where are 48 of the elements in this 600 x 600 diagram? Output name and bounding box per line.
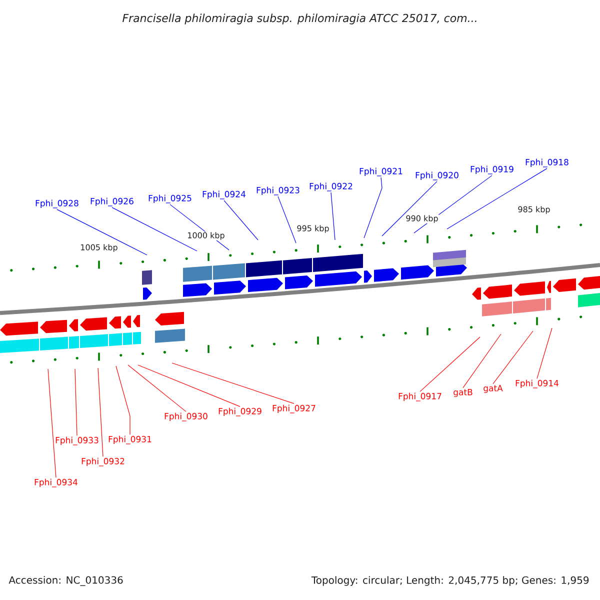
- scale-label: 1005 kbp: [80, 244, 118, 252]
- gene-label: gatA: [484, 385, 503, 393]
- leader-line: [382, 181, 438, 236]
- leader-line: [112, 207, 198, 252]
- leader-line: [462, 334, 502, 388]
- leader-line: [74, 368, 78, 436]
- gene-label: Fphi_0926: [90, 198, 134, 206]
- scale-label: 1000 kbp: [186, 232, 226, 240]
- gene-label: Fphi_0919: [470, 166, 514, 174]
- leader-line: [172, 362, 294, 404]
- gene-label: Fphi_0921: [360, 168, 402, 176]
- gene-label: Fphi_0914: [516, 380, 558, 388]
- gene-label: Fphi_0927: [272, 404, 316, 414]
- gene-label: Fphi_0917: [398, 392, 442, 402]
- gene-label: Fphi_0923: [256, 186, 300, 196]
- gene-label: Fphi_0932: [82, 458, 124, 466]
- gene-label: gatB: [454, 389, 472, 397]
- scale-label: 995 kbp: [296, 224, 330, 234]
- gene-label: Fphi_0925: [148, 194, 192, 204]
- gene-label: Fphi_0922: [310, 182, 352, 192]
- leader-line: [536, 328, 552, 379]
- title: Francisella philomiragia subsp. philomiragia ATCC 25017, com...: [122, 14, 476, 24]
- leader-line: [56, 209, 148, 256]
- leader-line: [138, 364, 240, 407]
- leader-line: [224, 200, 258, 240]
- gene-label: Fphi_0933: [56, 436, 98, 446]
- scale-label: 985 kbp: [517, 206, 551, 214]
- leader-line: [446, 168, 548, 230]
- gene-label: Fphi_0920: [416, 172, 458, 180]
- footer-text: Accession: NC_010336: [8, 576, 124, 586]
- gene-label: Fphi_0928: [36, 200, 78, 208]
- gene-label: Fphi_0924: [202, 190, 246, 200]
- gene-label: Fphi_0931: [108, 436, 152, 444]
- gene-label: Fphi_0934: [34, 478, 78, 488]
- gene-label: Fphi_0918: [526, 158, 568, 168]
- leader-line: [330, 192, 336, 240]
- leader-line: [128, 364, 186, 412]
- gene-label: Fphi_0929: [218, 408, 262, 416]
- leader-line: [98, 368, 104, 457]
- leader-line: [420, 336, 480, 392]
- leader-line: [364, 177, 382, 238]
- footer-text: Topology: circular; Length: 2,045,775 bp; Genes: 1,959: [310, 576, 590, 586]
- leader-line: [116, 366, 130, 435]
- leader-line: [278, 196, 296, 244]
- gene-label: Fphi_0930: [164, 412, 208, 422]
- leader-line: [48, 368, 56, 478]
- leader-line: [492, 330, 534, 384]
- scale-label: 990 kbp: [405, 214, 439, 224]
